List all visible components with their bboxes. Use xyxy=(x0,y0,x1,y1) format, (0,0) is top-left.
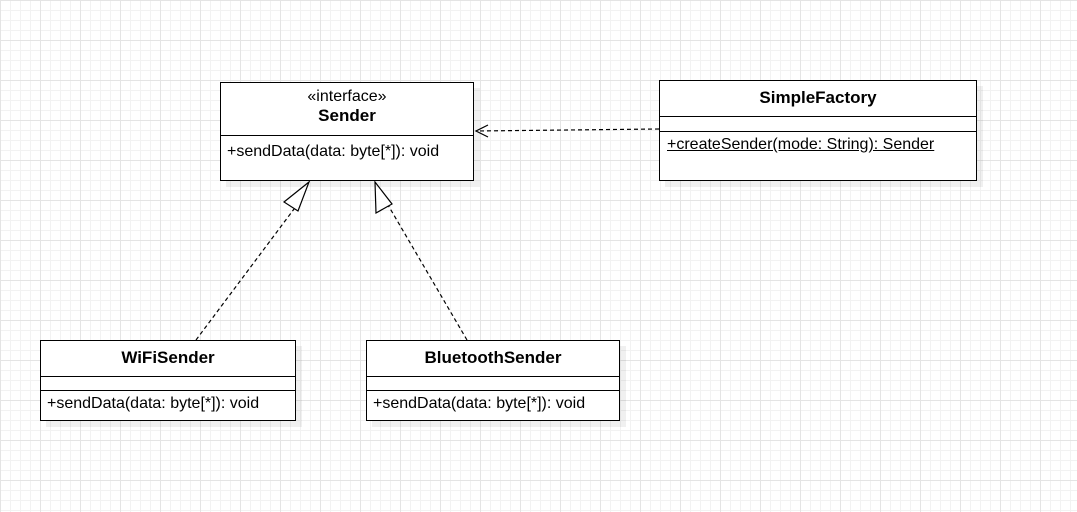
realization-arrowhead-bluetooth xyxy=(374,180,393,215)
stereotype-label: «interface» xyxy=(307,88,387,105)
dependency-arrowhead xyxy=(474,124,489,138)
attributes-compartment xyxy=(41,377,295,391)
static-operation: +createSender(mode: String): Sender xyxy=(667,136,935,153)
dependency-line xyxy=(475,128,660,132)
class-name: BluetoothSender xyxy=(424,348,562,367)
class-bluetooth-sender-header: BluetoothSender xyxy=(367,341,619,377)
realization-arrowhead-wifi xyxy=(282,180,311,212)
class-name: WiFiSender xyxy=(121,348,215,367)
class-simple-factory[interactable]: SimpleFactory +createSender(mode: String… xyxy=(659,80,977,181)
class-name: Sender xyxy=(318,106,376,125)
realization-line-bluetooth xyxy=(387,204,468,341)
operations-compartment: +sendData(data: byte[*]): void xyxy=(367,391,619,414)
class-sender-header: «interface» Sender xyxy=(221,83,473,136)
realization-line-wifi xyxy=(195,204,298,341)
operations-compartment: +createSender(mode: String): Sender xyxy=(660,132,976,155)
operations-compartment: +sendData(data: byte[*]): void xyxy=(41,391,295,414)
operation: +sendData(data: byte[*]): void xyxy=(373,395,586,412)
class-bluetooth-sender[interactable]: BluetoothSender +sendData(data: byte[*])… xyxy=(366,340,620,421)
operation: +sendData(data: byte[*]): void xyxy=(47,395,260,412)
class-sender[interactable]: «interface» Sender +sendData(data: byte[… xyxy=(220,82,474,181)
class-wifi-sender[interactable]: WiFiSender +sendData(data: byte[*]): voi… xyxy=(40,340,296,421)
attributes-compartment xyxy=(367,377,619,391)
class-name: SimpleFactory xyxy=(759,88,877,107)
operation: +sendData(data: byte[*]): void xyxy=(227,143,440,160)
class-wifi-sender-header: WiFiSender xyxy=(41,341,295,377)
class-simple-factory-header: SimpleFactory xyxy=(660,81,976,117)
operations-compartment: +sendData(data: byte[*]): void xyxy=(221,136,473,162)
attributes-compartment xyxy=(660,117,976,132)
